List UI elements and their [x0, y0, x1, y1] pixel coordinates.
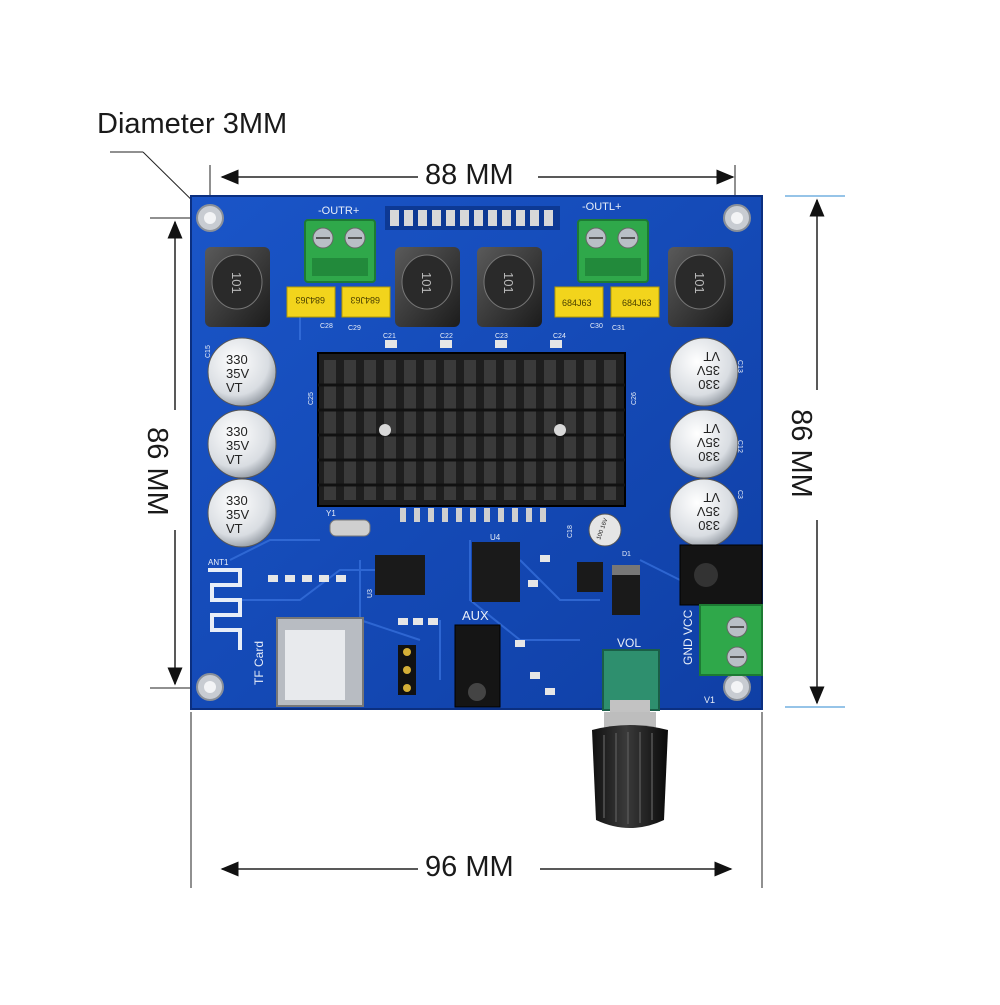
silk-c12: C12	[736, 440, 743, 453]
silk-u3: U3	[367, 589, 374, 598]
amp-ic-pins	[400, 508, 546, 522]
cap-text-left: 330 35V VT 330 35V VT 330 35V VT	[226, 352, 249, 536]
cap-line3: VT	[703, 349, 720, 364]
silk-tf-card: TF Card	[252, 641, 266, 685]
film-cap-label: 684J63	[350, 295, 380, 305]
cap-line3: VT	[226, 380, 243, 395]
cap-line2: 35V	[697, 504, 720, 519]
inductor-label: 101	[501, 272, 516, 294]
smd-components	[268, 340, 562, 695]
heatsink	[317, 352, 626, 507]
volume-knob	[592, 712, 668, 828]
film-cap-label: 684J63	[622, 298, 652, 308]
silk-out-left: -OUTL+	[582, 201, 621, 213]
silk-c30: C30	[590, 323, 603, 330]
silk-u4: U4	[490, 533, 501, 542]
cap-line1: 330	[226, 493, 248, 508]
top-header-pins	[385, 206, 560, 230]
inductor-label: 101	[229, 272, 244, 294]
silk-c15: C15	[205, 345, 212, 358]
cap-line1: 330	[698, 518, 720, 533]
silk-c3: C3	[736, 490, 743, 499]
antenna-trace	[208, 568, 242, 650]
cap-line2: 35V	[697, 435, 720, 450]
terminal-block-out-right	[304, 219, 376, 283]
dc-power-jack	[679, 544, 763, 606]
cap-line1: 330	[698, 377, 720, 392]
inductor-label: 101	[692, 272, 707, 294]
silk-c18: C18	[567, 525, 574, 538]
silk-c28: C28	[320, 323, 333, 330]
left-height-label: 86 MM	[139, 427, 173, 516]
cap-line1: 330	[698, 449, 720, 464]
film-cap-label: 684J63	[562, 298, 592, 308]
silk-c21: C21	[383, 333, 396, 340]
inductor-labels: 101 101 101 101	[229, 272, 707, 294]
film-cap-labels: 684J63 684J63 684J63 684J63	[295, 295, 651, 308]
silk-c26: C26	[631, 392, 638, 405]
silk-d1: D1	[622, 551, 631, 558]
ic-chips	[329, 519, 640, 615]
silk-c23: C23	[495, 333, 508, 340]
tf-card-slot	[276, 617, 364, 707]
cap-text-right: 330 35V VT 330 35V VT 330 35V VT	[697, 349, 720, 533]
pcb-board	[190, 195, 763, 730]
cap-line2: 35V	[226, 366, 249, 381]
film-capacitors	[286, 286, 660, 318]
inductor-label: 101	[419, 272, 434, 294]
top-width-label: 88 MM	[425, 159, 514, 192]
electrolytic-capacitors	[207, 337, 739, 548]
terminal-block-out-left	[577, 219, 649, 283]
silk-vol: VOL	[617, 636, 641, 650]
small-electrolytic-cap	[588, 513, 622, 547]
cap-line3: VT	[703, 490, 720, 505]
silk-c29: C29	[348, 325, 361, 332]
silk-c24: C24	[553, 333, 566, 340]
aux-jack	[454, 624, 501, 708]
inductors	[205, 247, 733, 327]
cap-line1: 330	[226, 352, 248, 367]
silk-c22: C22	[440, 333, 453, 340]
cap-line3: VT	[703, 421, 720, 436]
silk-c25: C25	[308, 392, 315, 405]
silk-v1: V1	[704, 695, 715, 705]
silk-c13: C13	[736, 360, 743, 373]
film-cap-label: 684J63	[295, 295, 325, 305]
cap-line2: 35V	[697, 363, 720, 378]
cap-line2: 35V	[226, 507, 249, 522]
silk-c31: C31	[612, 325, 625, 332]
silkscreen-labels: -OUTR+ -OUTL+ AUX VOL GND VCC TF Card AN…	[205, 201, 743, 705]
silk-out-right: -OUTR+	[318, 205, 359, 217]
right-height-label: 86 MM	[783, 409, 817, 498]
dimension-lines	[110, 151, 845, 888]
hole-diameter-label: Diameter 3MM	[97, 108, 288, 140]
bottom-width-label: 96 MM	[425, 851, 514, 884]
cap-line1: 330	[226, 424, 248, 439]
silk-y1: Y1	[326, 509, 336, 518]
power-terminal-block	[699, 604, 763, 676]
cap-line3: VT	[226, 521, 243, 536]
silk-aux: AUX	[462, 608, 489, 623]
silk-ant: ANT1	[208, 558, 229, 567]
silk-gnd-vcc: GND VCC	[681, 609, 695, 665]
cap-line3: VT	[226, 452, 243, 467]
three-pin-header	[398, 645, 416, 695]
cap-line2: 35V	[226, 438, 249, 453]
